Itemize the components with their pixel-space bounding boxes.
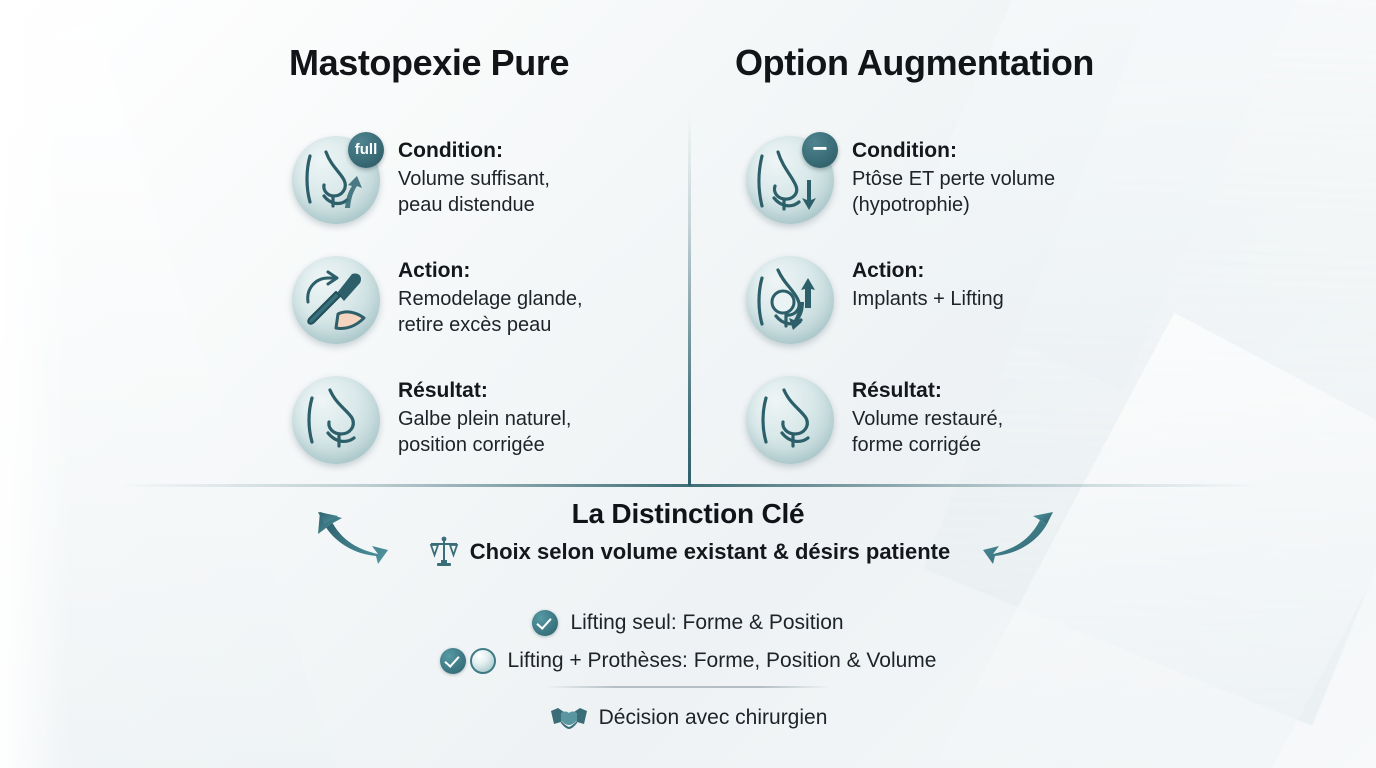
row-resultat-right: Résultat: Volume restauré, forme corrigé… xyxy=(742,372,1162,492)
row-text-resultat-right: Résultat: Volume restauré, forme corrigé… xyxy=(852,372,1162,459)
row-description: Remodelage glande, retire excès peau xyxy=(398,287,583,337)
decision-section: Décision avec chirurgien xyxy=(0,702,1376,734)
row-description: Implants + Lifting xyxy=(852,287,1004,310)
checklist-item-icons xyxy=(532,610,559,636)
horizontal-divider xyxy=(120,484,1260,487)
row-text-condition-right: Condition: Ptôse ET perte volume (hypotr… xyxy=(852,132,1162,219)
check-circle-icon xyxy=(439,648,466,674)
implant-sphere-icon xyxy=(469,648,496,674)
row-label: Action: xyxy=(852,259,925,282)
double-arrow-icon xyxy=(983,512,1053,564)
row-action-right: Action: Implants + Lifting xyxy=(742,252,1162,372)
breast-profile-result-glyph xyxy=(307,388,356,448)
row-description: Galbe plein naturel, position corrigée xyxy=(398,407,572,457)
breast-profile-restored-glyph xyxy=(761,388,810,448)
row-description: Ptôse ET perte volume (hypotrophie) xyxy=(852,167,1056,217)
checklist-item-icons xyxy=(439,648,496,674)
breast-profile-lift-glyph xyxy=(305,150,362,208)
check-circle-icon xyxy=(532,610,559,636)
breast-profile-restored-icon xyxy=(742,372,838,468)
decision-label: Décision avec chirurgien xyxy=(598,706,828,729)
double-arrow-icon xyxy=(318,512,388,564)
vertical-divider xyxy=(688,112,691,486)
breast-ptosis-volume-loss-icon: − xyxy=(742,132,838,228)
checklist-item: Lifting + Prothèses: Forme, Position & V… xyxy=(0,642,1376,680)
scalpel-skin-excision-icon xyxy=(288,252,384,348)
distinction-title: La Distinction Clé xyxy=(571,498,805,529)
row-description: Volume suffisant, peau distendue xyxy=(398,167,550,217)
handshake-icon xyxy=(550,708,587,729)
balance-scale-icon xyxy=(429,536,459,566)
badge-minus: − xyxy=(802,132,838,168)
icon-circle-background xyxy=(292,376,380,464)
row-text-resultat-left: Résultat: Galbe plein naturel, position … xyxy=(398,372,708,459)
checklist-item: Lifting seul: Forme & Position xyxy=(0,604,1376,642)
checklist-item-label: Lifting + Prothèses: Forme, Position & V… xyxy=(507,649,937,672)
column-option-augmentation: − Condition: Ptôse ET perte volume (hypo… xyxy=(742,132,1162,492)
badge-full: full xyxy=(348,132,384,168)
column-title-option-augmentation: Option Augmentation xyxy=(735,42,1095,83)
row-label: Action: xyxy=(398,259,471,282)
row-label: Résultat: xyxy=(398,379,488,402)
column-title-mastopexie-pure: Mastopexie Pure xyxy=(289,42,570,83)
row-condition-right: − Condition: Ptôse ET perte volume (hypo… xyxy=(742,132,1162,252)
row-label: Condition: xyxy=(852,139,957,162)
breast-profile-result-icon xyxy=(288,372,384,468)
distinction-section: La Distinction Clé Choix selon volume ex… xyxy=(0,498,1376,570)
row-text-action-left: Action: Remodelage glande, retire excès … xyxy=(398,252,708,339)
breast-implant-lift-glyph xyxy=(757,268,815,330)
column-mastopexie-pure: full Condition: Volume suffisant, peau d… xyxy=(288,132,708,492)
breast-implant-lift-icon xyxy=(742,252,838,348)
checklist-item-label: Lifting seul: Forme & Position xyxy=(570,611,844,634)
icon-circle-background xyxy=(746,376,834,464)
distinction-subtitle: Choix selon volume existant & désirs pat… xyxy=(469,539,951,564)
row-text-condition-left: Condition: Volume suffisant, peau disten… xyxy=(398,132,708,219)
breast-ptosis-glyph xyxy=(757,150,816,211)
checklist-section: Lifting seul: Forme & Position Lifting +… xyxy=(0,604,1376,680)
row-text-action-right: Action: Implants + Lifting xyxy=(852,252,1162,312)
row-label: Résultat: xyxy=(852,379,942,402)
distinction-subtitle-row: Choix selon volume existant & désirs pat… xyxy=(0,534,1376,570)
row-resultat-left: Résultat: Galbe plein naturel, position … xyxy=(288,372,708,492)
row-label: Condition: xyxy=(398,139,503,162)
bottom-divider xyxy=(545,686,831,688)
scalpel-glyph xyxy=(306,270,366,330)
row-condition-left: full Condition: Volume suffisant, peau d… xyxy=(288,132,708,252)
row-action-left: Action: Remodelage glande, retire excès … xyxy=(288,252,708,372)
breast-profile-lift-icon: full xyxy=(288,132,384,228)
row-description: Volume restauré, forme corrigée xyxy=(852,407,1004,457)
